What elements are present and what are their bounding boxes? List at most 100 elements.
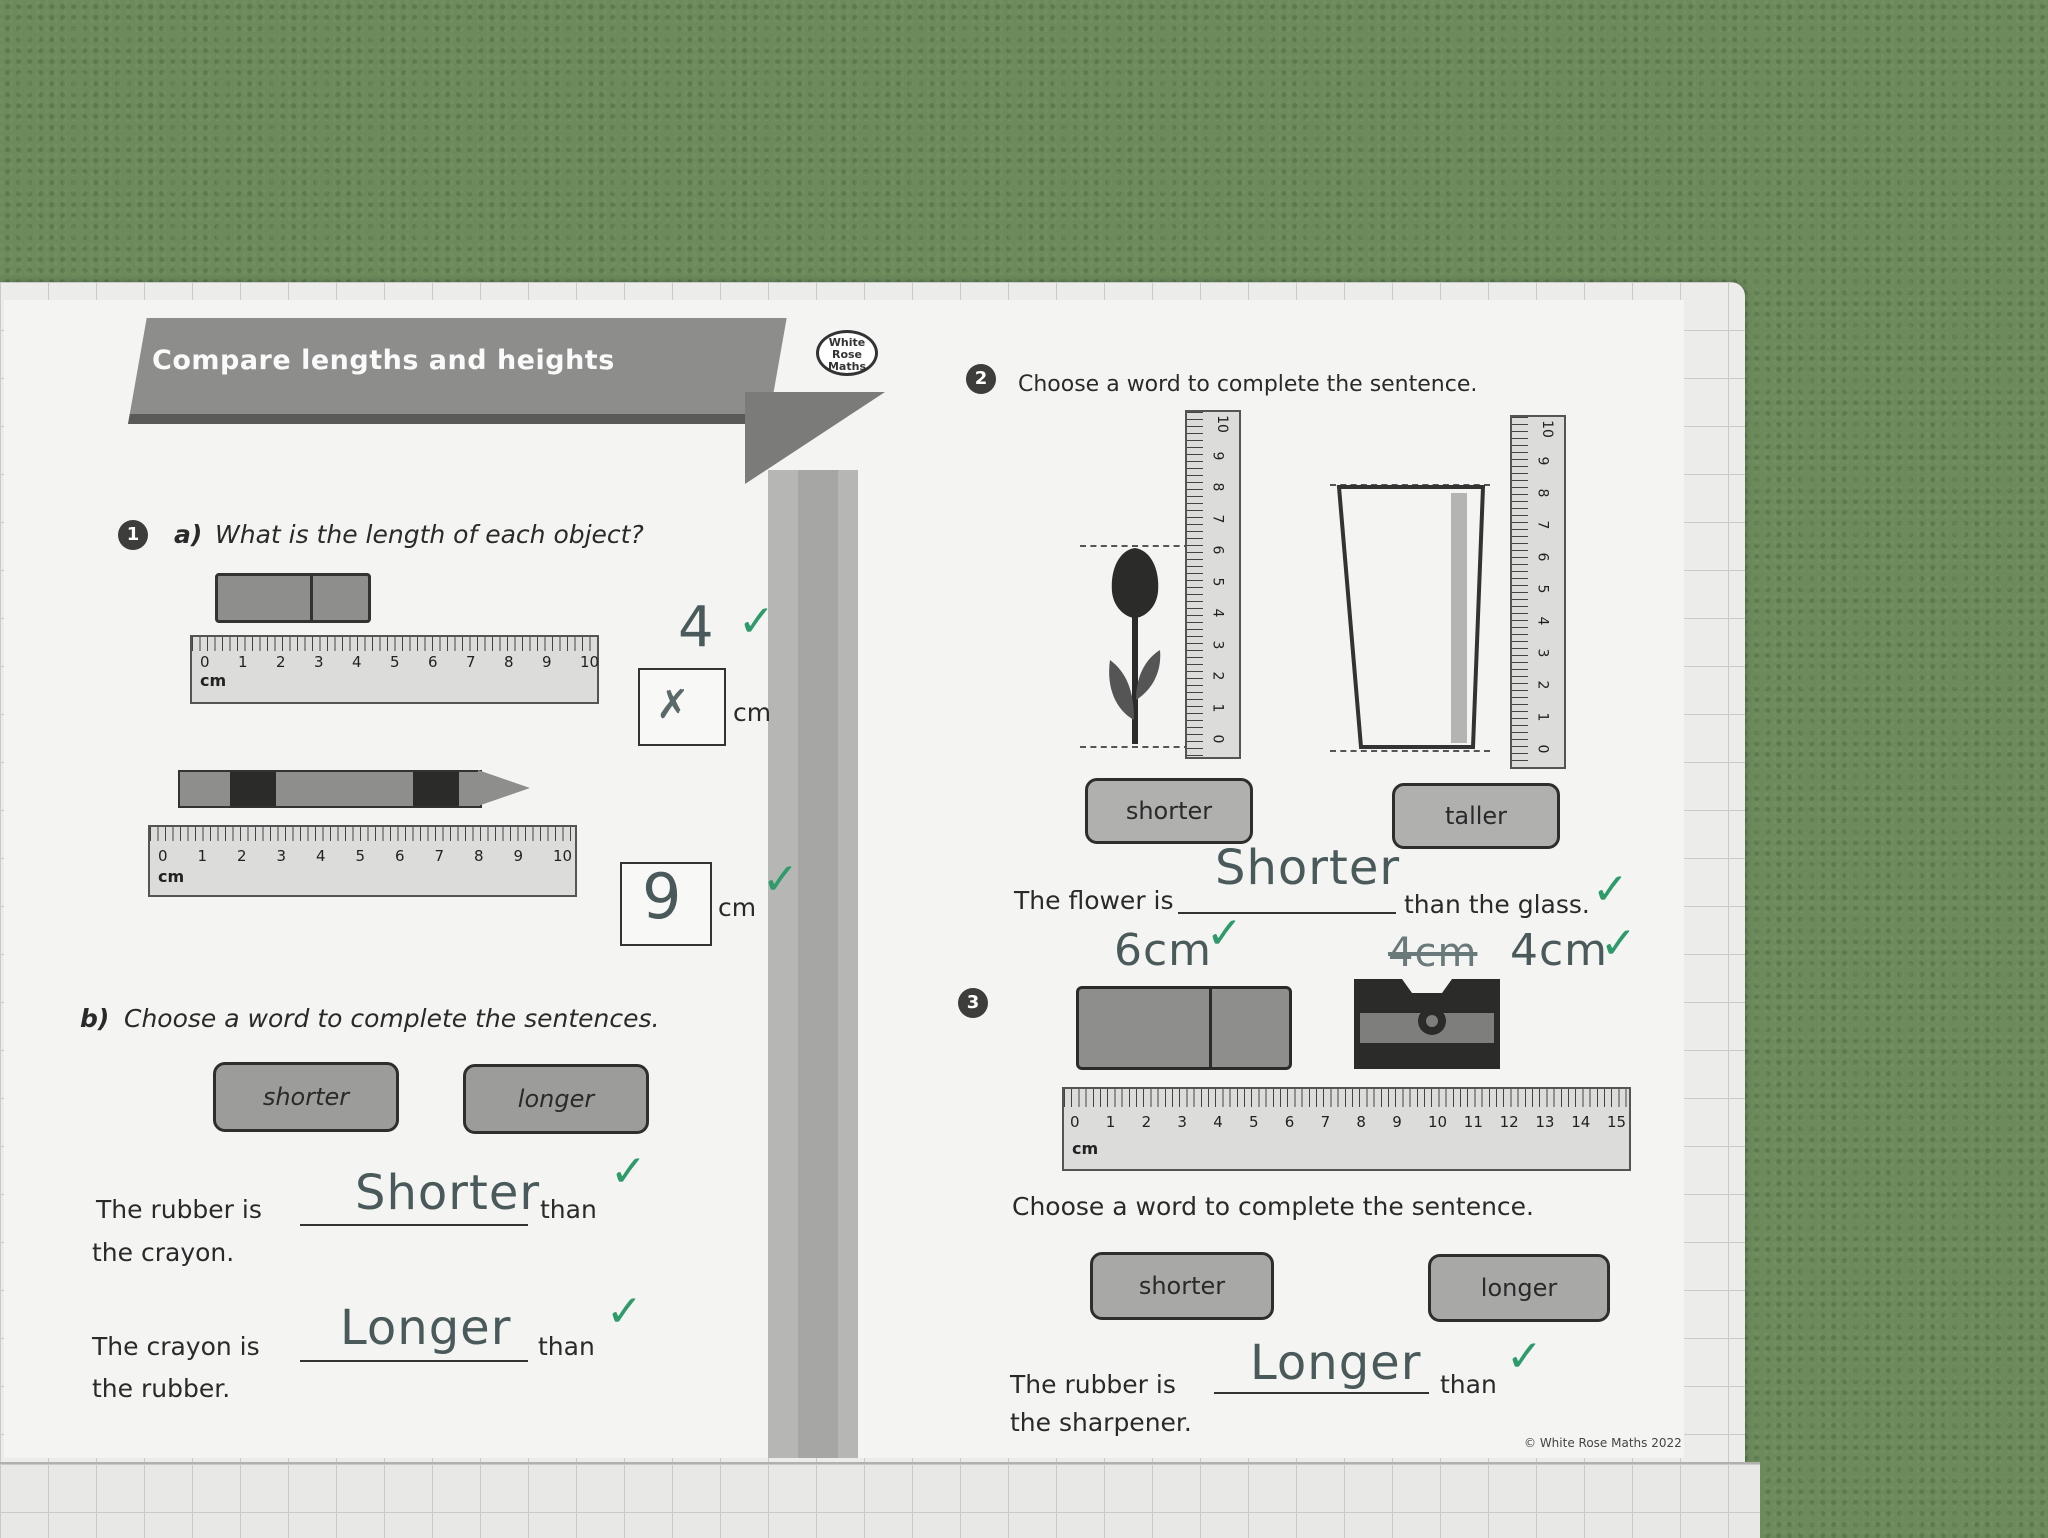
q2-sentence-answer: Shorter bbox=[1215, 840, 1401, 896]
ruler-q3-number: 14 bbox=[1571, 1113, 1591, 1131]
q1-sentence2-end: than bbox=[538, 1332, 595, 1361]
tick-8: ✓ bbox=[1506, 1331, 1543, 1382]
ruler-q3-number: 9 bbox=[1392, 1113, 1402, 1131]
ruler-q3-number: 6 bbox=[1284, 1113, 1295, 1131]
ruler-q3-number: 13 bbox=[1535, 1113, 1555, 1131]
tick-6: ✓ bbox=[1206, 908, 1243, 959]
ruler-q3-number: 11 bbox=[1463, 1113, 1483, 1131]
q1-sentence1-answer: Shorter bbox=[355, 1165, 541, 1221]
ruler-q3-unit: cm bbox=[1072, 1139, 1099, 1158]
page-gutter-shadow bbox=[798, 470, 838, 1458]
question-2-badge: 2 bbox=[966, 364, 996, 394]
ruler-a-number: 8 bbox=[504, 653, 514, 671]
glass-base-guide bbox=[1330, 750, 1490, 752]
q3-sentence-answer: Longer bbox=[1250, 1335, 1422, 1391]
ruler-b-number: 7 bbox=[434, 847, 445, 865]
ruler-glass-number: 10 bbox=[1538, 420, 1555, 438]
q1-sentence1-line2: the crayon. bbox=[92, 1238, 235, 1267]
q1-sentence2-start: The crayon is bbox=[92, 1332, 260, 1361]
question-3-badge: 3 bbox=[958, 988, 988, 1018]
q3-sentence-end: than bbox=[1440, 1370, 1497, 1399]
sharpener-icon bbox=[1354, 979, 1500, 1069]
ruler-flower-number: 0 bbox=[1209, 734, 1226, 744]
ruler-a-unit: cm bbox=[200, 671, 227, 690]
q1-sentence2-answer: Longer bbox=[340, 1300, 512, 1356]
q3-sentence-start: The rubber is bbox=[1010, 1370, 1176, 1399]
ruler-q3-number: 7 bbox=[1320, 1113, 1331, 1131]
part-b-prompt: Choose a word to complete the sentences. bbox=[124, 1004, 660, 1033]
tick-1: ✓ bbox=[738, 596, 775, 647]
ruler-glass-number: 3 bbox=[1534, 648, 1551, 658]
ruler-a-number: 6 bbox=[428, 653, 438, 671]
ruler-a-number: 1 bbox=[238, 653, 248, 671]
ruler-flower-number: 8 bbox=[1209, 482, 1226, 492]
q1-sentence2-blank[interactable] bbox=[300, 1360, 528, 1362]
q1-sentence1-blank[interactable] bbox=[300, 1224, 528, 1226]
ruler-q3-number: 10 bbox=[1428, 1113, 1448, 1131]
ruler-flower-number: 2 bbox=[1209, 671, 1226, 681]
ruler-glass-number: 5 bbox=[1534, 584, 1551, 594]
ruler-a-number: 3 bbox=[314, 653, 324, 671]
banner-triangle bbox=[745, 392, 885, 484]
ruler-a-number: 2 bbox=[276, 653, 286, 671]
ruler-glass-number: 2 bbox=[1534, 680, 1551, 690]
tick-5: ✓ bbox=[1592, 864, 1629, 915]
q2-sentence-start: The flower is bbox=[1014, 886, 1174, 915]
rubber-image-q3 bbox=[1076, 986, 1292, 1070]
ruler-b-number: 2 bbox=[237, 847, 247, 865]
question-1-badge: 1 bbox=[118, 520, 148, 550]
answer-2-handwritten: 9 bbox=[642, 860, 683, 933]
ruler-glass-number: 1 bbox=[1534, 712, 1551, 722]
ruler-b-number: 1 bbox=[197, 847, 208, 865]
glass-icon bbox=[1336, 485, 1486, 749]
q2-note-crossed: 4cm bbox=[1388, 930, 1478, 976]
ruler-b-number: 9 bbox=[513, 847, 524, 865]
ruler-a-number: 10 bbox=[580, 653, 600, 671]
word-card-shorter-q3: shorter bbox=[1090, 1252, 1274, 1320]
q2-sentence-end: than the glass. bbox=[1404, 890, 1590, 919]
ruler-glass-number: 6 bbox=[1534, 552, 1551, 562]
rubber-image bbox=[215, 573, 371, 623]
ruler-q3-number: 12 bbox=[1499, 1113, 1519, 1131]
ruler-a-number: 7 bbox=[466, 653, 476, 671]
part-a-label: a) bbox=[174, 520, 203, 549]
q1-sentence2-line2: the rubber. bbox=[92, 1374, 231, 1403]
ruler-flower-number: 3 bbox=[1209, 640, 1226, 649]
ruler-b-number: 0 bbox=[158, 847, 168, 865]
q1-sentence1-start: The rubber is bbox=[96, 1195, 262, 1224]
lower-page bbox=[0, 1462, 1760, 1538]
ruler-q3-number: 8 bbox=[1356, 1113, 1366, 1131]
tick-3: ✓ bbox=[610, 1146, 647, 1197]
ruler-q3-number: 4 bbox=[1213, 1113, 1223, 1131]
answer-1-box[interactable]: ✗ bbox=[638, 668, 726, 746]
ruler-b-number: 3 bbox=[276, 847, 287, 865]
q3-prompt: Choose a word to complete the sentence. bbox=[1012, 1192, 1534, 1221]
ruler-glass-number: 9 bbox=[1534, 456, 1551, 466]
ruler-glass-number: 8 bbox=[1534, 488, 1551, 498]
ruler-a-number: 0 bbox=[200, 653, 210, 671]
ruler-b-number: 10 bbox=[553, 847, 573, 865]
part-a-prompt: What is the length of each object? bbox=[215, 520, 644, 549]
flower-top-guide bbox=[1080, 545, 1190, 547]
page-title: Compare lengths and heights bbox=[152, 345, 615, 376]
part-b-label: b) bbox=[80, 1004, 110, 1033]
ruler-b-unit: cm bbox=[158, 867, 185, 886]
answer-2-unit: cm bbox=[718, 893, 757, 922]
q3-sentence-line2: the sharpener. bbox=[1010, 1408, 1192, 1437]
word-card-taller-q2: taller bbox=[1392, 783, 1560, 849]
ruler-b-number: 6 bbox=[395, 847, 405, 865]
ruler-a-number: 5 bbox=[390, 653, 400, 671]
answer-1-unit: cm bbox=[733, 698, 772, 727]
q2-note-right: 4cm bbox=[1510, 925, 1609, 976]
tick-7: ✓ bbox=[1600, 918, 1637, 969]
q2-sentence-blank[interactable] bbox=[1178, 912, 1396, 914]
answer-2-box[interactable]: 9 bbox=[620, 860, 712, 946]
q1-sentence1-end: than bbox=[540, 1195, 597, 1224]
flower-base-guide bbox=[1080, 746, 1190, 748]
q3-sentence-blank[interactable] bbox=[1214, 1392, 1429, 1394]
ruler-flower-number: 9 bbox=[1209, 451, 1226, 460]
